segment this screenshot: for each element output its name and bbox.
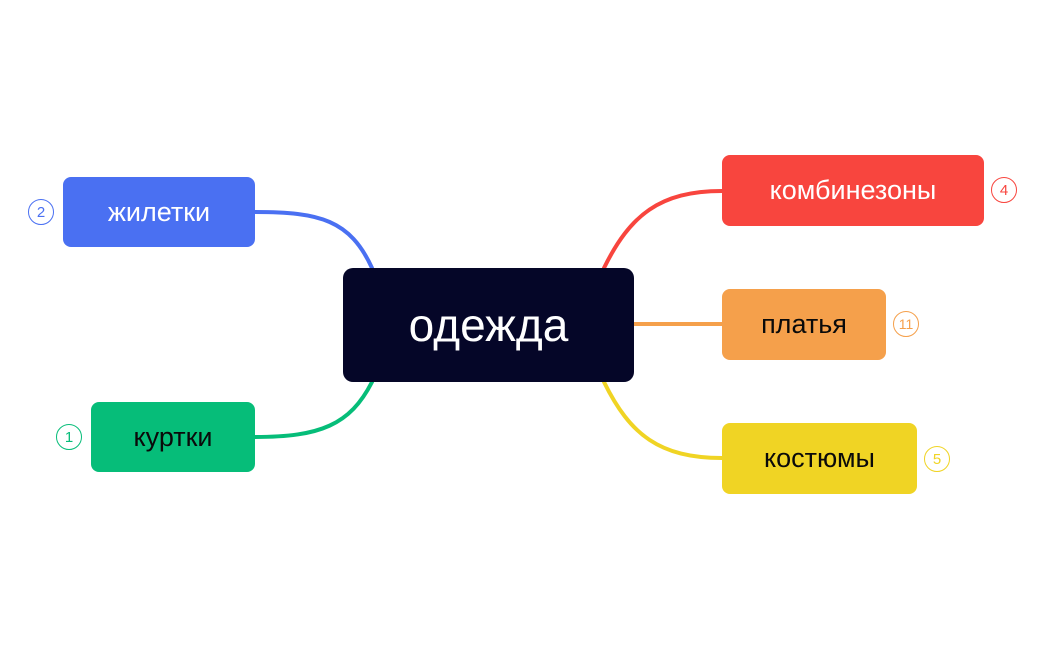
connector-vests bbox=[253, 210, 374, 270]
central-topic[interactable]: одежда bbox=[343, 268, 634, 382]
connector-suits bbox=[602, 380, 724, 460]
connector-jackets bbox=[253, 380, 374, 439]
topic-suits-label: костюмы bbox=[764, 443, 875, 473]
topic-vests-label: жилетки bbox=[107, 196, 211, 227]
topic-suits[interactable]: костюмы bbox=[722, 423, 917, 494]
topic-jackets-count-badge[interactable]: 1 bbox=[56, 424, 82, 450]
topic-jackets-label: куртки bbox=[133, 421, 213, 452]
topic-dresses-count-badge[interactable]: 11 bbox=[893, 311, 919, 337]
topic-dresses[interactable]: платья bbox=[722, 289, 886, 360]
topic-vests-count-badge[interactable]: 2 bbox=[28, 199, 54, 225]
topic-suits-count-badge[interactable]: 5 bbox=[924, 446, 950, 472]
topic-jackets[interactable]: куртки bbox=[91, 402, 255, 472]
topic-dresses-label: платья bbox=[761, 309, 847, 339]
topic-vests[interactable]: жилетки bbox=[63, 177, 255, 247]
connector-overalls bbox=[602, 189, 724, 270]
topic-overalls-count-badge[interactable]: 4 bbox=[991, 177, 1017, 203]
central-topic-label: одежда bbox=[408, 299, 569, 351]
topic-overalls[interactable]: комбинезоны bbox=[722, 155, 984, 226]
topic-overalls-label: комбинезоны bbox=[769, 175, 937, 205]
